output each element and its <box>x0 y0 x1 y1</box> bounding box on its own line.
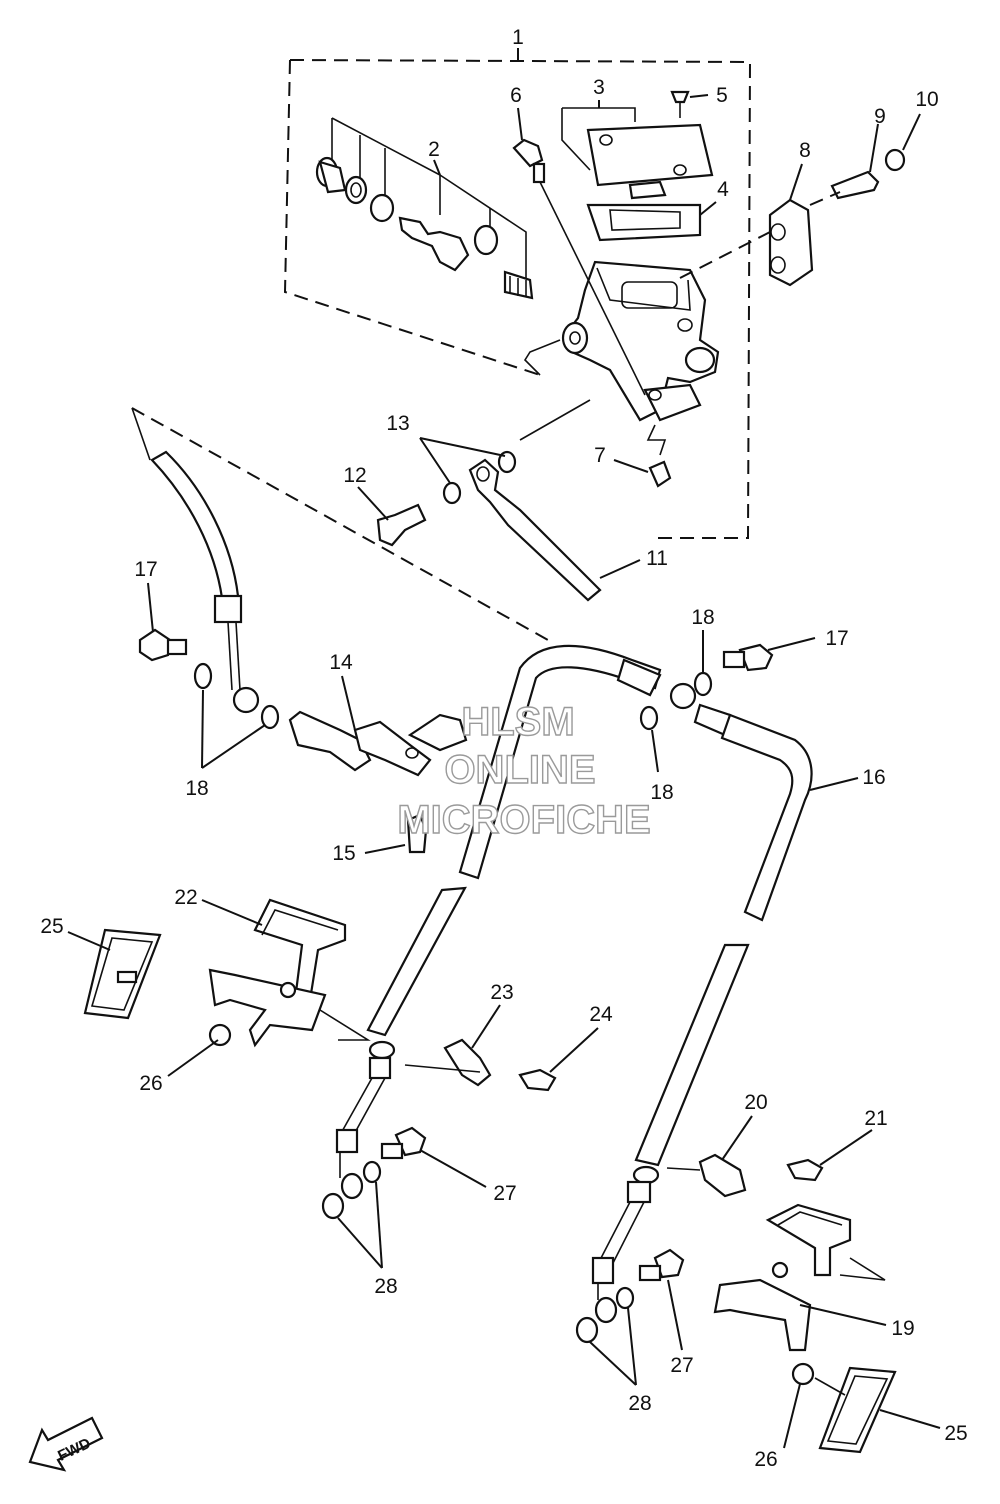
brackets <box>208 898 886 1352</box>
watermark-line-1: HLSM <box>461 700 574 744</box>
leader-lines <box>67 48 941 1449</box>
brake-hose-upper <box>376 339 672 602</box>
master-cylinder-body <box>561 260 720 422</box>
label-18-right: 18 <box>650 781 673 804</box>
label-5: 5 <box>716 84 728 107</box>
label-28-right: 28 <box>628 1392 651 1415</box>
brake-hose-lower-right <box>575 943 750 1344</box>
forward-arrow-icon: FWD <box>28 1416 104 1472</box>
label-9: 9 <box>874 105 886 128</box>
label-10: 10 <box>915 88 938 111</box>
label-18-left: 18 <box>185 777 208 800</box>
label-4: 4 <box>717 178 729 201</box>
label-24: 24 <box>589 1003 613 1026</box>
label-19: 19 <box>891 1317 914 1340</box>
label-18-top: 18 <box>691 606 714 629</box>
holder-clamp <box>679 148 906 287</box>
label-21: 21 <box>864 1107 887 1130</box>
brake-hose-joint <box>288 710 468 854</box>
watermark-line-2: ONLINE <box>444 748 595 792</box>
label-25-right: 25 <box>944 1422 967 1445</box>
reflectors <box>83 928 897 1454</box>
label-13: 13 <box>386 412 409 435</box>
brake-hose-lower-left <box>321 886 467 1220</box>
union-bolts <box>138 628 774 731</box>
label-20: 20 <box>744 1091 767 1114</box>
label-28-left: 28 <box>374 1275 397 1298</box>
bolts-27 <box>380 1126 685 1282</box>
label-25-left: 25 <box>40 915 63 938</box>
watermark-line-3: MICROFICHE <box>397 798 650 842</box>
label-7: 7 <box>594 444 606 467</box>
label-27-right: 27 <box>670 1354 693 1377</box>
label-27-left: 27 <box>493 1182 516 1205</box>
part-labels: 1 2 3 4 5 6 7 8 9 10 11 12 13 14 15 16 1… <box>40 26 967 1471</box>
label-8: 8 <box>799 139 811 162</box>
watermark: HLSM ONLINE MICROFICHE <box>397 699 652 842</box>
label-1: 1 <box>512 26 524 49</box>
label-15: 15 <box>332 842 355 865</box>
hose-clips <box>404 1038 824 1198</box>
reservoir-cover <box>561 90 714 242</box>
brake-hose-long <box>458 644 813 922</box>
brake-hose-left <box>131 407 551 714</box>
label-22: 22 <box>174 886 197 909</box>
label-26-left: 26 <box>139 1072 162 1095</box>
label-17-left: 17 <box>134 558 157 581</box>
label-6: 6 <box>510 84 522 107</box>
label-14: 14 <box>329 651 353 674</box>
label-11: 11 <box>646 547 668 570</box>
label-2: 2 <box>428 138 440 161</box>
bleed-screw <box>512 138 646 396</box>
label-12: 12 <box>343 464 366 487</box>
label-17-right: 17 <box>825 627 848 650</box>
label-16: 16 <box>862 766 885 789</box>
label-26-right: 26 <box>754 1448 777 1471</box>
label-23: 23 <box>490 981 513 1004</box>
label-3: 3 <box>593 76 605 99</box>
piston-kit <box>315 117 534 300</box>
